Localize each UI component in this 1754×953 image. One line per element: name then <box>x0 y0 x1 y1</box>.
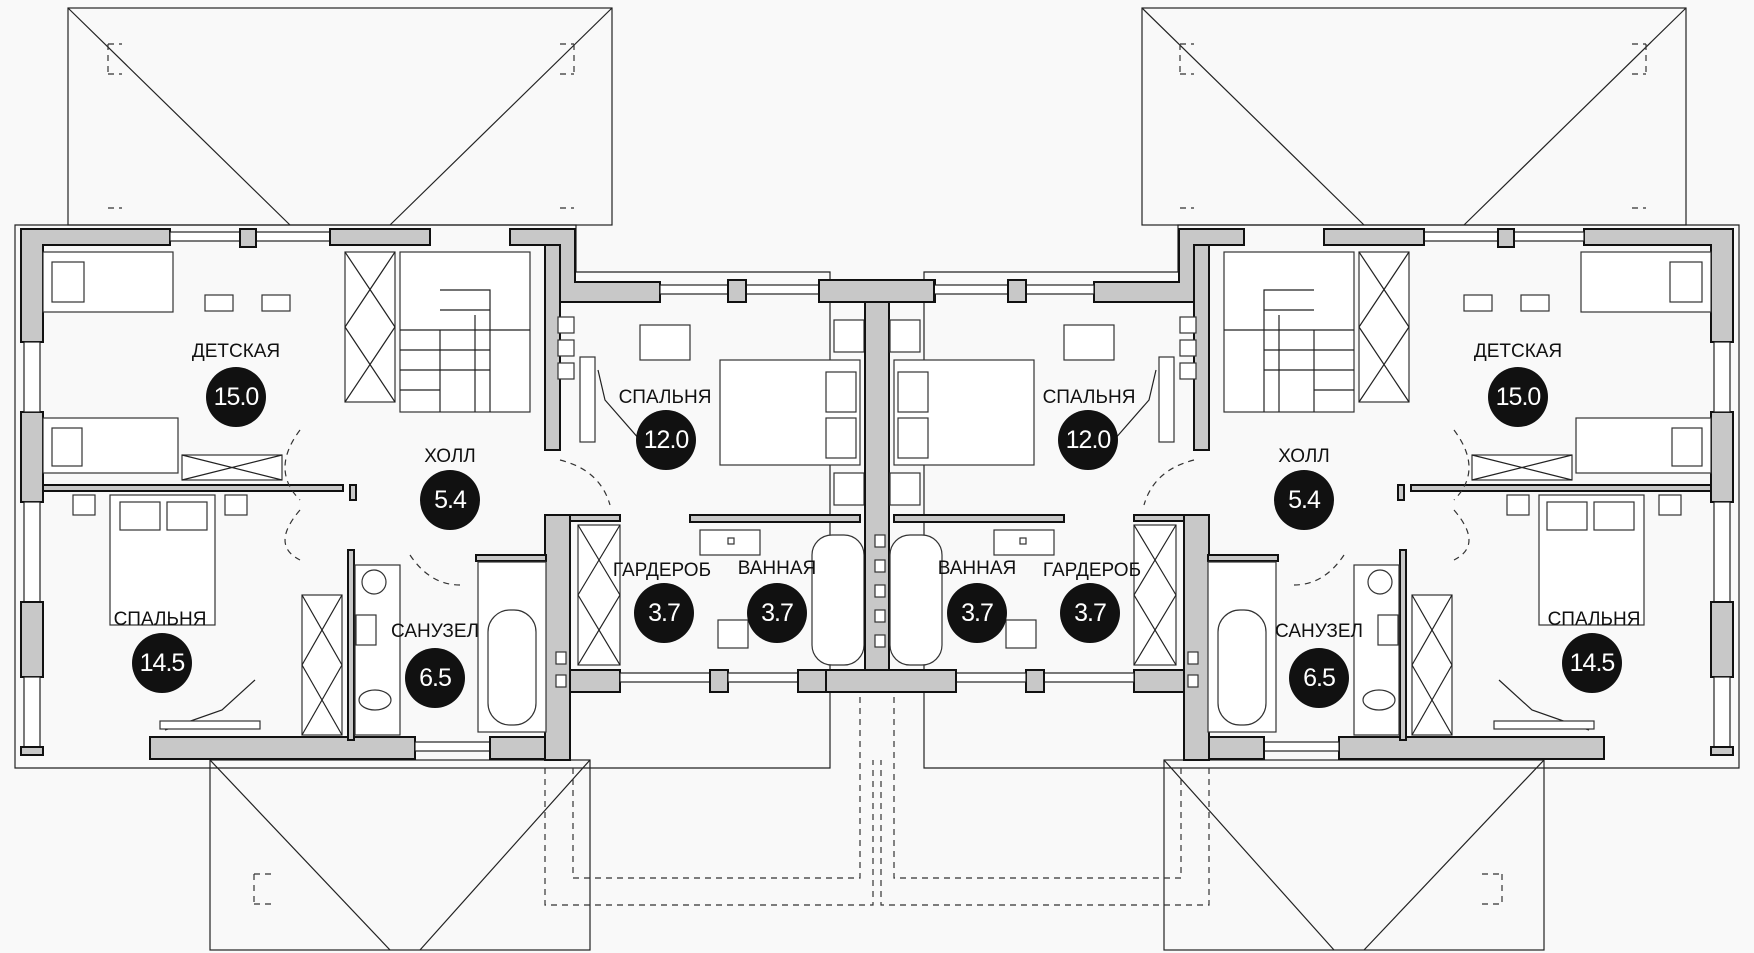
room-area: 6.5 <box>1303 664 1335 692</box>
area-badge <box>1274 470 1334 530</box>
room-area: 5.4 <box>434 486 467 514</box>
room-area: 5.4 <box>1288 486 1321 514</box>
room-name: СПАЛЬНЯ <box>1043 387 1136 408</box>
room-r-spalnya-main: СПАЛЬНЯ 12.0 <box>1043 387 1136 470</box>
room-l-spalnya-main: СПАЛЬНЯ 12.0 <box>619 387 712 470</box>
area-badge <box>1488 367 1548 427</box>
area-badge <box>747 583 807 643</box>
room-area: 14.5 <box>1570 649 1615 677</box>
room-labels: ДЕТСКАЯ 15.0 ХОЛЛ 5.4 СПАЛЬНЯ 12.0 СПАЛЬ… <box>114 341 1641 708</box>
room-l-holl: ХОЛЛ 5.4 <box>420 446 480 530</box>
room-area: 6.5 <box>419 664 451 692</box>
area-badge <box>1562 633 1622 693</box>
area-badge <box>947 583 1007 643</box>
building-outlines <box>14 224 1740 906</box>
area-badge <box>132 633 192 693</box>
room-name: ХОЛЛ <box>1278 446 1330 467</box>
room-name: САНУЗЕЛ <box>1275 621 1363 642</box>
area-badge <box>405 648 465 708</box>
room-area: 14.5 <box>140 649 185 677</box>
room-name: ХОЛЛ <box>424 446 476 467</box>
room-area: 12.0 <box>644 426 689 454</box>
room-name: СПАЛЬНЯ <box>1548 609 1641 630</box>
room-area: 3.7 <box>1074 599 1106 627</box>
room-r-vannaya: ВАННАЯ 3.7 <box>938 558 1017 643</box>
room-l-detskaya: ДЕТСКАЯ 15.0 <box>192 341 280 427</box>
room-name: СПАЛЬНЯ <box>619 387 712 408</box>
area-badge <box>636 410 696 470</box>
room-name: ДЕТСКАЯ <box>192 341 280 362</box>
area-badge <box>1289 648 1349 708</box>
room-r-detskaya: ДЕТСКАЯ 15.0 <box>1474 341 1562 427</box>
area-badge <box>1060 583 1120 643</box>
room-l-sanuzel: САНУЗЕЛ 6.5 <box>391 621 479 708</box>
room-name: ГАРДЕРОБ <box>613 560 711 581</box>
room-area: 15.0 <box>214 383 259 411</box>
room-r-spalnya-corner: СПАЛЬНЯ 14.5 <box>1548 609 1641 693</box>
room-l-vannaya: ВАННАЯ 3.7 <box>738 558 817 643</box>
area-badge <box>1058 410 1118 470</box>
room-area: 3.7 <box>648 599 680 627</box>
room-r-garderob: ГАРДЕРОБ 3.7 <box>1043 560 1141 643</box>
left-unit-floor-plan <box>20 228 936 761</box>
room-area: 15.0 <box>1496 383 1541 411</box>
room-name: ВАННАЯ <box>938 558 1017 579</box>
room-area: 3.7 <box>961 599 993 627</box>
area-badge <box>206 367 266 427</box>
area-badge <box>420 470 480 530</box>
room-l-spalnya-corner: СПАЛЬНЯ 14.5 <box>114 609 207 693</box>
area-badge <box>634 583 694 643</box>
room-name: ГАРДЕРОБ <box>1043 560 1141 581</box>
room-name: ВАННАЯ <box>738 558 817 579</box>
room-area: 12.0 <box>1066 426 1111 454</box>
room-l-garderob: ГАРДЕРОБ 3.7 <box>613 560 711 643</box>
room-area: 3.7 <box>761 599 793 627</box>
room-name: СПАЛЬНЯ <box>114 609 207 630</box>
room-name: САНУЗЕЛ <box>391 621 479 642</box>
room-r-holl: ХОЛЛ 5.4 <box>1274 446 1334 530</box>
room-name: ДЕТСКАЯ <box>1474 341 1562 362</box>
room-r-sanuzel: САНУЗЕЛ 6.5 <box>1275 621 1363 708</box>
